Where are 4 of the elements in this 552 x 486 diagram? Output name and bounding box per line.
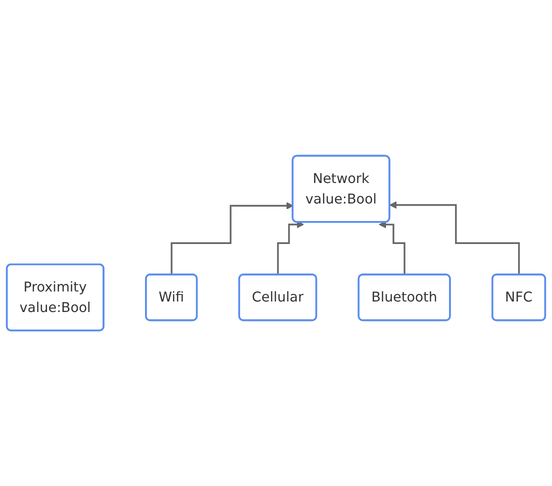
arrow bbox=[378, 220, 406, 276]
arrow bbox=[277, 220, 304, 276]
arrow bbox=[170, 202, 294, 276]
arrow bbox=[389, 201, 520, 276]
